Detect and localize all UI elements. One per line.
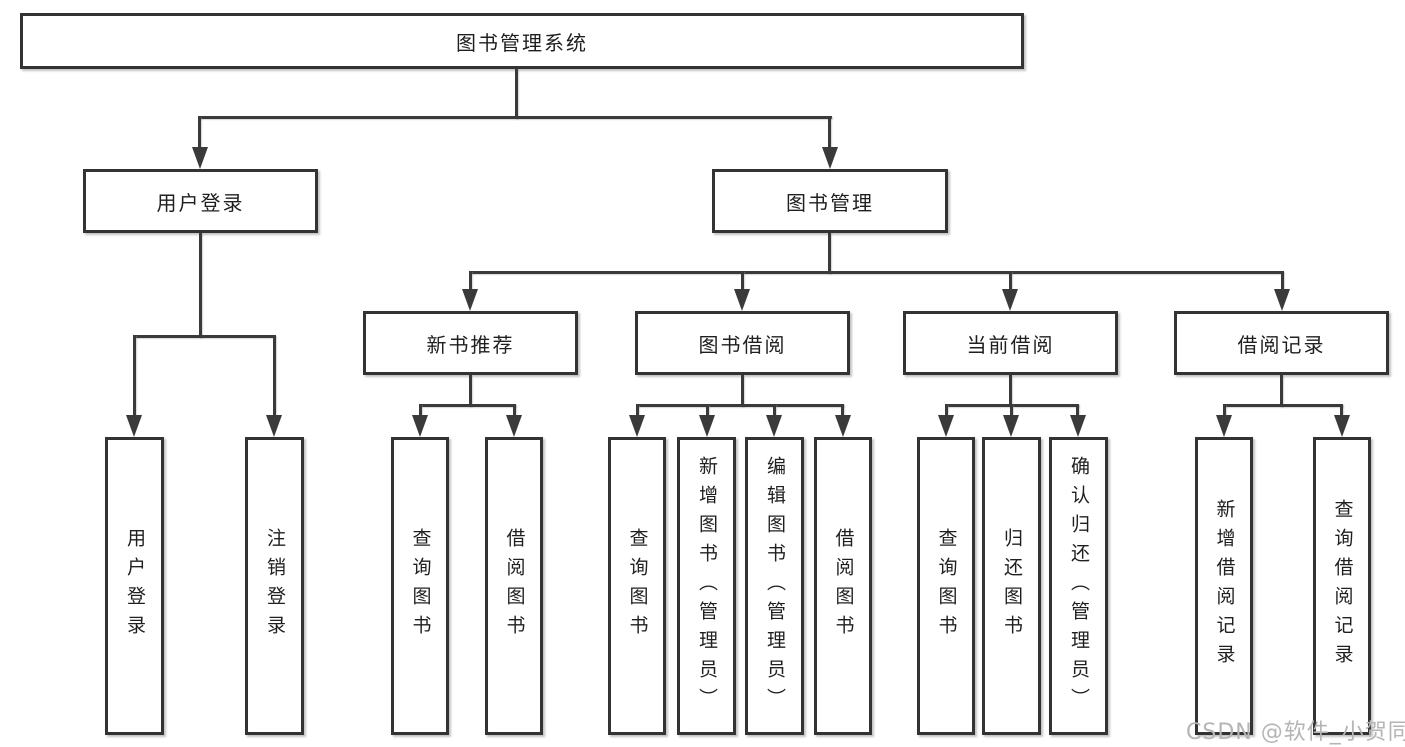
node-root: 图书管理系统 — [20, 13, 1024, 69]
arrowhead-cb-confirm — [1070, 415, 1086, 437]
connector-current-stem — [1009, 375, 1012, 407]
node-current-label: 当前借阅 — [966, 332, 1055, 357]
node-new-books: 新书推荐 — [363, 311, 578, 375]
connector-book-mgmt-rail — [469, 271, 1283, 274]
leaf-current-confirm-label: 确认归还（管理员） — [1068, 455, 1090, 717]
leaf-logout-label: 注销登录 — [264, 528, 286, 644]
arrowhead-bb-borrow — [835, 415, 851, 437]
connector-new-books-stem — [469, 375, 472, 407]
leaf-newbooks-borrow: 借阅图书 — [485, 437, 543, 735]
arrowhead-cb-query — [938, 415, 954, 437]
leaf-records-query-label: 查询借阅记录 — [1331, 499, 1354, 673]
leaf-records-query: 查询借阅记录 — [1313, 437, 1371, 735]
connector-new-books-drop-1 — [419, 404, 422, 418]
connector-root-rail — [198, 116, 832, 119]
connector-user-login-rail — [133, 335, 275, 338]
node-book-mgmt: 图书管理 — [712, 169, 948, 233]
node-records-label: 借阅记录 — [1237, 332, 1326, 357]
connector-borrowing-drop-3 — [773, 404, 776, 418]
arrowhead-new-books — [462, 289, 478, 311]
connector-user-login-drop-1 — [133, 335, 136, 417]
connector-book-mgmt-drop-1 — [469, 271, 472, 291]
node-user-login: 用户登录 — [83, 169, 318, 233]
connector-records-rail — [1223, 404, 1343, 407]
connector-records-drop-2 — [1340, 404, 1343, 418]
connector-records-drop-1 — [1223, 404, 1226, 418]
arrowhead-leaf-login — [126, 415, 142, 437]
arrowhead-rec-add — [1216, 415, 1232, 437]
arrowhead-borrowing — [734, 289, 750, 311]
leaf-borrowing-edit-label: 编辑图书（管理员） — [764, 455, 786, 717]
connector-current-drop-1 — [945, 404, 948, 418]
connector-current-drop-2 — [1010, 404, 1013, 418]
connector-user-login-drop-2 — [273, 335, 276, 417]
connector-current-drop-3 — [1076, 404, 1079, 418]
connector-root-drop-right — [828, 116, 831, 150]
leaf-borrowing-query-label: 查询图书 — [626, 528, 649, 644]
node-new-books-label: 新书推荐 — [426, 332, 515, 357]
connector-new-books-drop-2 — [513, 404, 516, 418]
arrowhead-bb-add — [699, 415, 715, 437]
leaf-borrowing-add: 新增图书（管理员） — [677, 437, 736, 735]
connector-root-stem — [515, 69, 518, 119]
connector-borrowing-drop-4 — [841, 404, 844, 418]
leaf-current-return-label: 归还图书 — [1001, 528, 1023, 644]
connector-borrowing-rail — [636, 404, 844, 407]
arrowhead-current — [1002, 289, 1018, 311]
leaf-borrowing-query: 查询图书 — [608, 437, 666, 735]
connector-user-login-stem — [199, 233, 202, 338]
node-borrowing: 图书借阅 — [635, 311, 850, 375]
connector-book-mgmt-drop-2 — [741, 271, 744, 291]
node-current: 当前借阅 — [903, 311, 1118, 375]
connector-book-mgmt-drop-3 — [1009, 271, 1012, 291]
leaf-records-add-label: 新增借阅记录 — [1213, 499, 1236, 673]
leaf-newbooks-query-label: 查询图书 — [409, 528, 432, 644]
node-book-mgmt-label: 图书管理 — [786, 190, 874, 215]
node-user-login-label: 用户登录 — [156, 190, 245, 215]
leaf-current-query: 查询图书 — [917, 437, 975, 735]
connector-records-stem — [1280, 375, 1283, 407]
leaf-newbooks-borrow-label: 借阅图书 — [503, 528, 526, 644]
node-borrowing-label: 图书借阅 — [698, 332, 787, 357]
leaf-borrowing-borrow-label: 借阅图书 — [832, 528, 855, 644]
arrowhead-book-mgmt — [822, 147, 838, 169]
arrowhead-bb-query — [629, 415, 645, 437]
arrowhead-rec-query — [1334, 415, 1350, 437]
arrowhead-bb-edit — [766, 415, 782, 437]
leaf-borrowing-add-label: 新增图书（管理员） — [696, 455, 718, 717]
leaf-borrowing-edit: 编辑图书（管理员） — [745, 437, 804, 735]
arrowhead-leaf-logout — [266, 415, 282, 437]
leaf-current-confirm: 确认归还（管理员） — [1049, 437, 1108, 735]
connector-book-mgmt-stem — [828, 233, 831, 274]
leaf-user-login-label: 用户登录 — [124, 528, 146, 644]
csdn-watermark: CSDN @软件_小贺同学 — [1186, 720, 1405, 745]
node-records: 借阅记录 — [1174, 311, 1389, 375]
connector-borrowing-drop-1 — [636, 404, 639, 418]
connector-root-drop-left — [198, 116, 201, 150]
node-root-label: 图书管理系统 — [456, 30, 588, 55]
leaf-newbooks-query: 查询图书 — [391, 437, 449, 735]
connector-book-mgmt-drop-4 — [1281, 271, 1284, 291]
arrowhead-cb-return — [1003, 415, 1019, 437]
leaf-current-return: 归还图书 — [982, 437, 1041, 735]
arrowhead-user-login — [192, 147, 208, 169]
leaf-records-add: 新增借阅记录 — [1195, 437, 1253, 735]
leaf-user-login: 用户登录 — [105, 437, 164, 735]
connector-borrowing-drop-2 — [706, 404, 709, 418]
connector-borrowing-stem — [741, 375, 744, 407]
arrowhead-nb-query — [412, 415, 428, 437]
leaf-borrowing-borrow: 借阅图书 — [814, 437, 872, 735]
arrowhead-records — [1274, 289, 1290, 311]
leaf-logout: 注销登录 — [245, 437, 304, 735]
connector-new-books-rail — [419, 404, 516, 407]
leaf-current-query-label: 查询图书 — [935, 528, 958, 644]
arrowhead-nb-borrow — [506, 415, 522, 437]
